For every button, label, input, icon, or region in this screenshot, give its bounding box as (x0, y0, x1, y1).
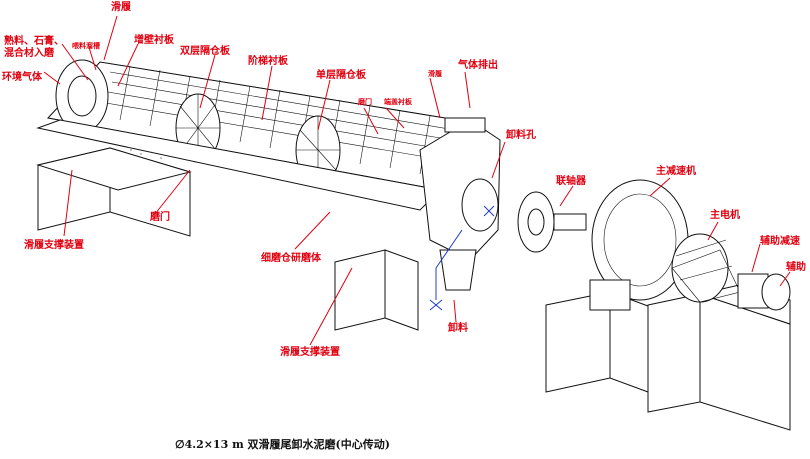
label-aux-drive: 辅助 (786, 262, 806, 273)
right-foundation (334, 249, 419, 331)
main-reducer (589, 179, 689, 311)
label-feed-material: 熟料、石膏、混合材入磨 (4, 36, 64, 59)
label-support-left: 滑履支撑装置 (24, 240, 84, 251)
label-liner-enhanced: 增壁衬板 (134, 35, 174, 46)
label-main-reducer: 主减速机 (656, 166, 696, 177)
label-manhole-top: 磨门 (358, 98, 372, 106)
label-manhole-bottom: 磨门 (150, 212, 170, 223)
coupling (517, 191, 587, 253)
aux-drive (737, 273, 791, 311)
label-coupling: 联轴器 (556, 176, 586, 187)
label-gas-exhaust: 气体排出 (458, 60, 498, 71)
label-huaxie-right: 滑履 (428, 70, 442, 78)
axis-marker (429, 205, 495, 311)
discharge-housing (419, 117, 501, 291)
label-aux-reducer: 辅助减速 (760, 236, 800, 247)
label-single-partition: 单层隔仓板 (316, 70, 366, 81)
main-motor (671, 233, 741, 303)
label-discharge-hole: 卸料孔 (506, 130, 536, 141)
label-feed-chute: 喂料溜槽 (72, 42, 100, 50)
label-discharge: 卸料 (448, 323, 468, 334)
label-ring-liner: 端盖衬板 (384, 98, 412, 106)
label-fine-grinding: 细磨仓研磨体 (261, 253, 321, 264)
left-foundation (36, 147, 192, 237)
leader-lines (43, 15, 791, 346)
label-main-motor: 主电机 (710, 210, 740, 221)
label-support-right: 滑履支撑装置 (280, 347, 340, 358)
label-double-partition: 双层隔仓板 (180, 46, 230, 57)
label-step-liner: 阶梯衬板 (248, 56, 288, 67)
diagram-caption: ∅4.2×13 m 双滑履尾卸水泥磨(中心传动) (175, 438, 390, 451)
label-ambient-air: 环境气体 (2, 72, 42, 83)
label-huaxie-top: 滑履 (111, 2, 131, 13)
